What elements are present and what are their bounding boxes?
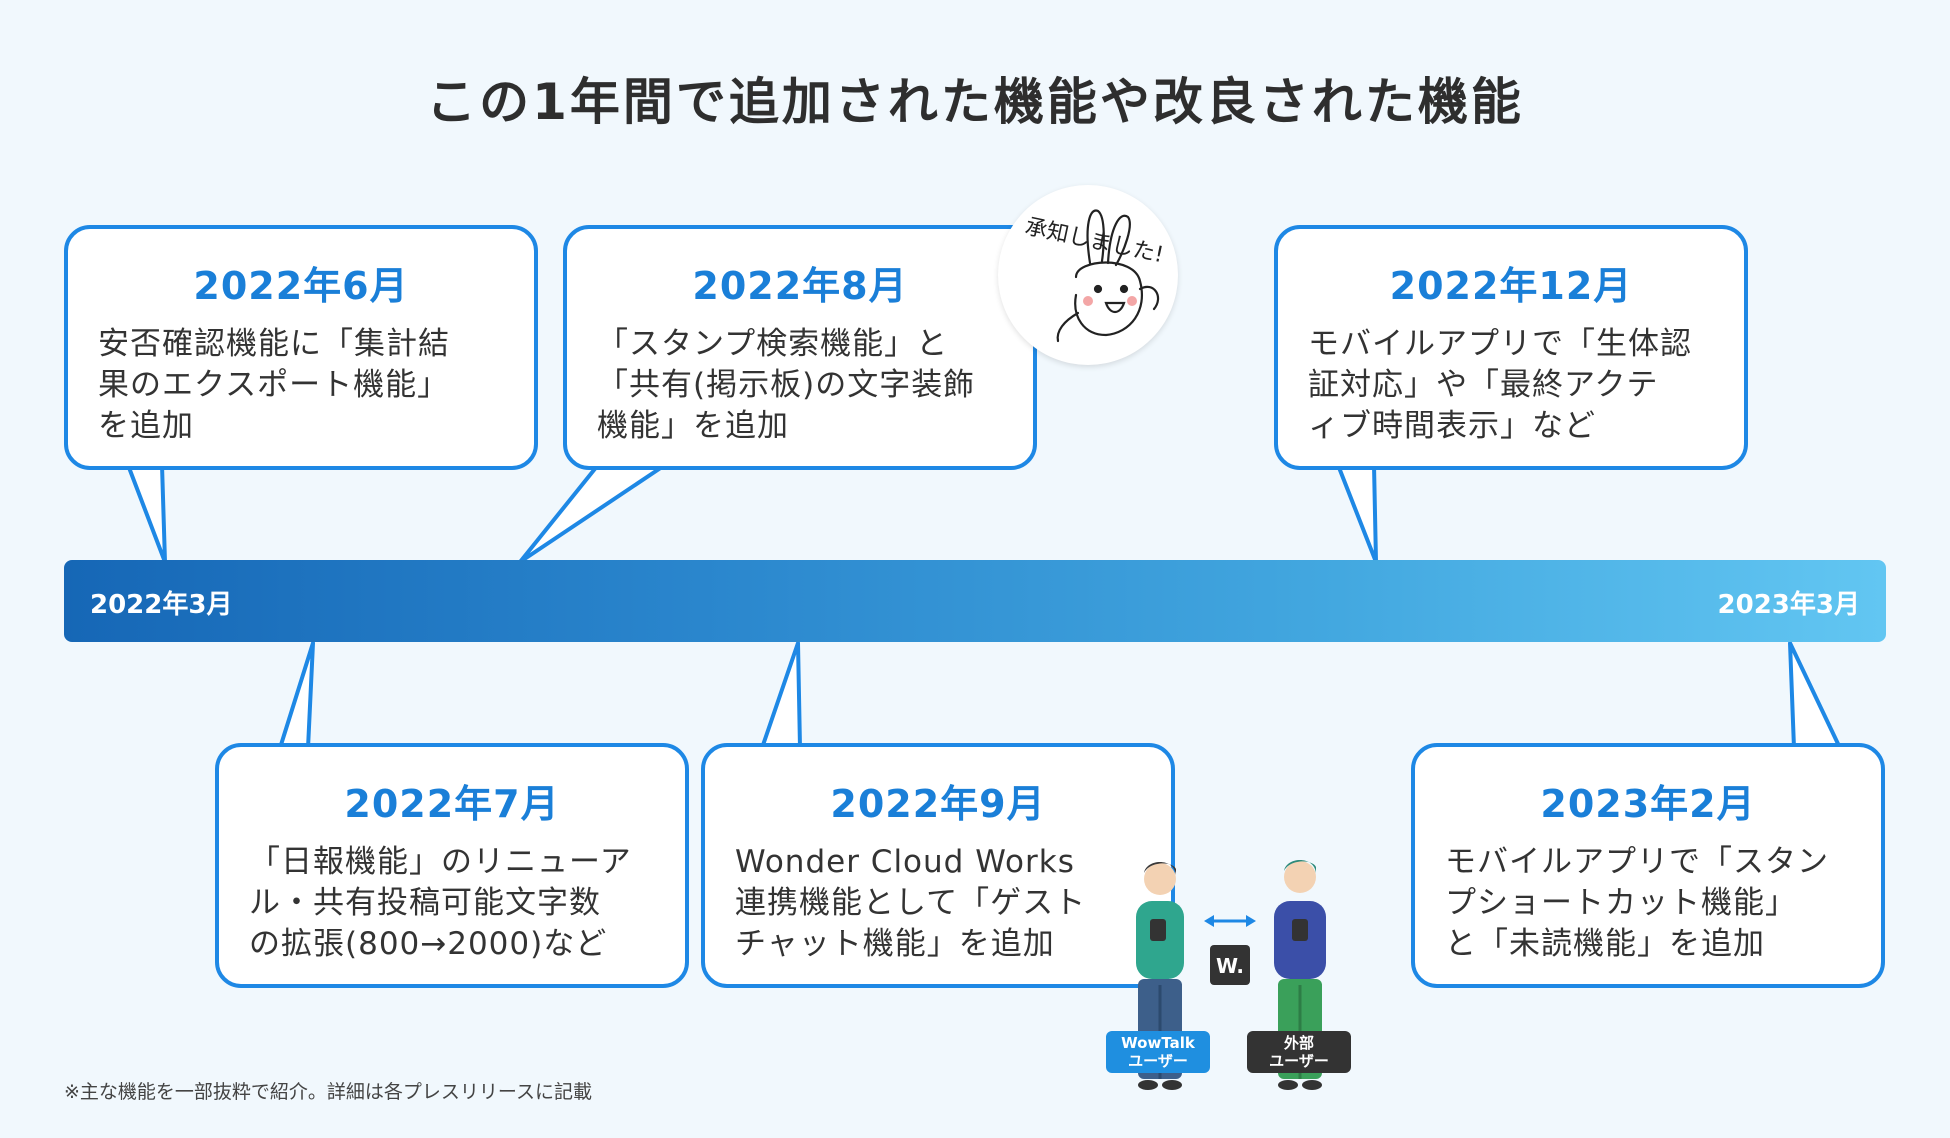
badge-line: 外部 — [1283, 1034, 1314, 1052]
callout-text: モバイルアプリで「スタン プショートカット機能」 と「未読機能」を追加 — [1445, 844, 1829, 962]
timeline-bar: 2022年3月 2023年3月 — [64, 560, 1886, 642]
callout-date: 2023年2月 — [1540, 782, 1756, 826]
badge-line: WowTalk — [1121, 1034, 1195, 1052]
tail-2022-06 — [126, 463, 167, 564]
callout-2023-02: 2023年2月 モバイルアプリで「スタン プショートカット機能」 と「未読機能」… — [1411, 743, 1885, 988]
tail-2022-12 — [1336, 463, 1378, 564]
callout-2022-07: 2022年7月 「日報機能」のリニューア ル・共有投稿可能文字数 の拡張(800… — [215, 743, 689, 988]
callout-2022-06: 2022年6月 安否確認機能に「集計結 果のエクスポート機能」 を追加 — [64, 225, 538, 470]
tail-2022-09 — [760, 641, 802, 750]
callout-2022-09: 2022年9月 Wonder Cloud Works 連携機能として「ゲスト チ… — [701, 743, 1175, 988]
callout-text: 安否確認機能に「集計結 果のエクスポート機能」 を追加 — [98, 326, 450, 444]
callout-text: 「スタンプ検索機能」と 「共有(掲示板)の文字装飾 機能」を追加 — [597, 326, 976, 444]
sticker-text: 承知しました! — [1023, 214, 1166, 268]
callout-date: 2022年7月 — [344, 782, 560, 826]
callout-date: 2022年12月 — [1389, 264, 1633, 308]
guest-chat-illustration: W. WowTalk ユーザー 外部 ユーザー — [1100, 855, 1380, 1100]
tail-2022-08 — [518, 463, 667, 564]
badge-line: ユーザー — [1269, 1052, 1329, 1070]
timeline-end-label: 2023年3月 — [1717, 590, 1860, 620]
callout-date: 2022年8月 — [692, 264, 908, 308]
wonder-logo-text: W. — [1216, 954, 1244, 978]
callout-text: 「日報機能」のリニューア ル・共有投稿可能文字数 の拡張(800→2000)など — [249, 844, 632, 962]
external-user-badge: 外部 ユーザー — [1247, 1031, 1351, 1073]
callout-2022-12: 2022年12月 モバイルアプリで「生体認 証対応」や「最終アクテ ィブ時間表示… — [1274, 225, 1748, 470]
timeline-start-label: 2022年3月 — [90, 590, 233, 620]
wowtalk-user-badge: WowTalk ユーザー — [1106, 1031, 1210, 1073]
callout-date: 2022年9月 — [830, 782, 1046, 826]
page-title: この1年間で追加された機能や改良された機能 — [426, 73, 1524, 131]
badge-line: ユーザー — [1128, 1052, 1188, 1070]
callout-text: Wonder Cloud Works 連携機能として「ゲスト チャット機能」を追… — [735, 844, 1087, 962]
callout-text: モバイルアプリで「生体認 証対応」や「最終アクテ ィブ時間表示」など — [1308, 326, 1692, 444]
callout-date: 2022年6月 — [193, 264, 409, 308]
footnote: ※主な機能を一部抜粋で紹介。詳細は各プレスリリースに記載 — [64, 1081, 592, 1103]
tail-2023-02 — [1788, 641, 1842, 750]
rabbit-icon: 承知しました! — [1023, 209, 1166, 343]
tail-2022-07 — [278, 641, 315, 750]
callout-2022-08: 2022年8月 「スタンプ検索機能」と 「共有(掲示板)の文字装飾 機能」を追加 — [563, 225, 1037, 470]
rabbit-sticker: 承知しました! — [998, 185, 1178, 365]
